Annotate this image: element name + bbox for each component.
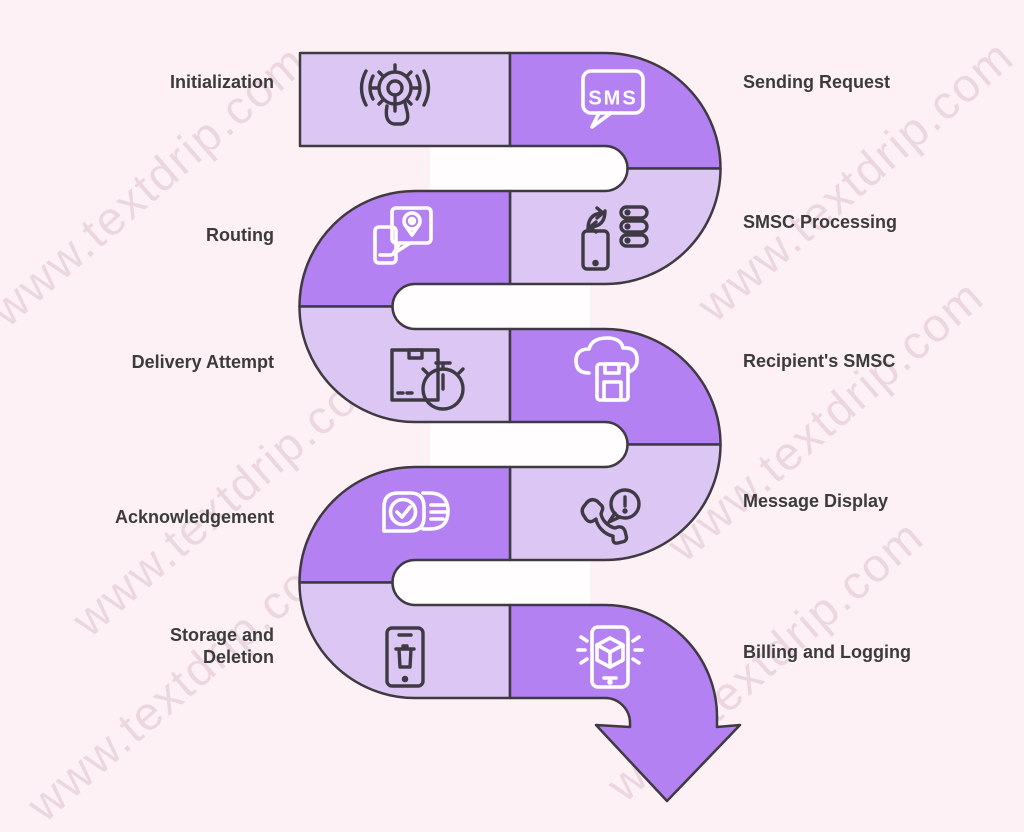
cloud-save-icon xyxy=(574,336,639,402)
segment-sending-request xyxy=(508,51,722,170)
phone-alert-icon xyxy=(580,488,641,545)
step-label-initialization: Initialization xyxy=(169,72,274,92)
sms-bubble-icon: SMS xyxy=(581,69,645,129)
segment-message-display xyxy=(508,443,722,562)
gear-tap-icon xyxy=(359,63,431,126)
phone-trash-icon xyxy=(385,626,425,688)
segment-recipients-smsc xyxy=(508,327,722,446)
phone-location-icon xyxy=(373,206,433,265)
gap-slot xyxy=(392,560,590,605)
step-label-smsc-processing: SMSC Processing xyxy=(743,212,898,232)
step-label-routing: Routing xyxy=(206,225,274,245)
segment-billing-logging-arrow xyxy=(508,603,742,803)
segment-routing xyxy=(298,189,512,308)
step-label-acknowledgement: Acknowledgement xyxy=(114,507,274,527)
phone-cube-icon xyxy=(576,625,644,689)
gap-slot xyxy=(430,422,628,467)
step-label-sending-request: Sending Request xyxy=(743,72,891,92)
segment-storage-deletion xyxy=(298,581,512,700)
package-stopwatch-icon xyxy=(390,348,465,411)
phone-server-sync-icon xyxy=(581,205,649,271)
segment-delivery-attempt xyxy=(298,305,512,424)
step-label-message-display: Message Display xyxy=(743,491,889,511)
sms-icon-text: SMS xyxy=(588,87,637,109)
step-label-billing-logging: Billing and Logging xyxy=(743,642,911,662)
gap-slot xyxy=(392,284,590,329)
gap-slot xyxy=(430,146,628,191)
step-label-recipients-smsc: Recipient's SMSC xyxy=(743,351,896,371)
step-label-delivery-attempt: Delivery Attempt xyxy=(131,352,274,372)
segment-smsc-processing xyxy=(508,167,722,286)
chat-check-icon xyxy=(382,491,450,533)
step-label-storage-deletion: Storage and Deletion xyxy=(169,625,274,667)
